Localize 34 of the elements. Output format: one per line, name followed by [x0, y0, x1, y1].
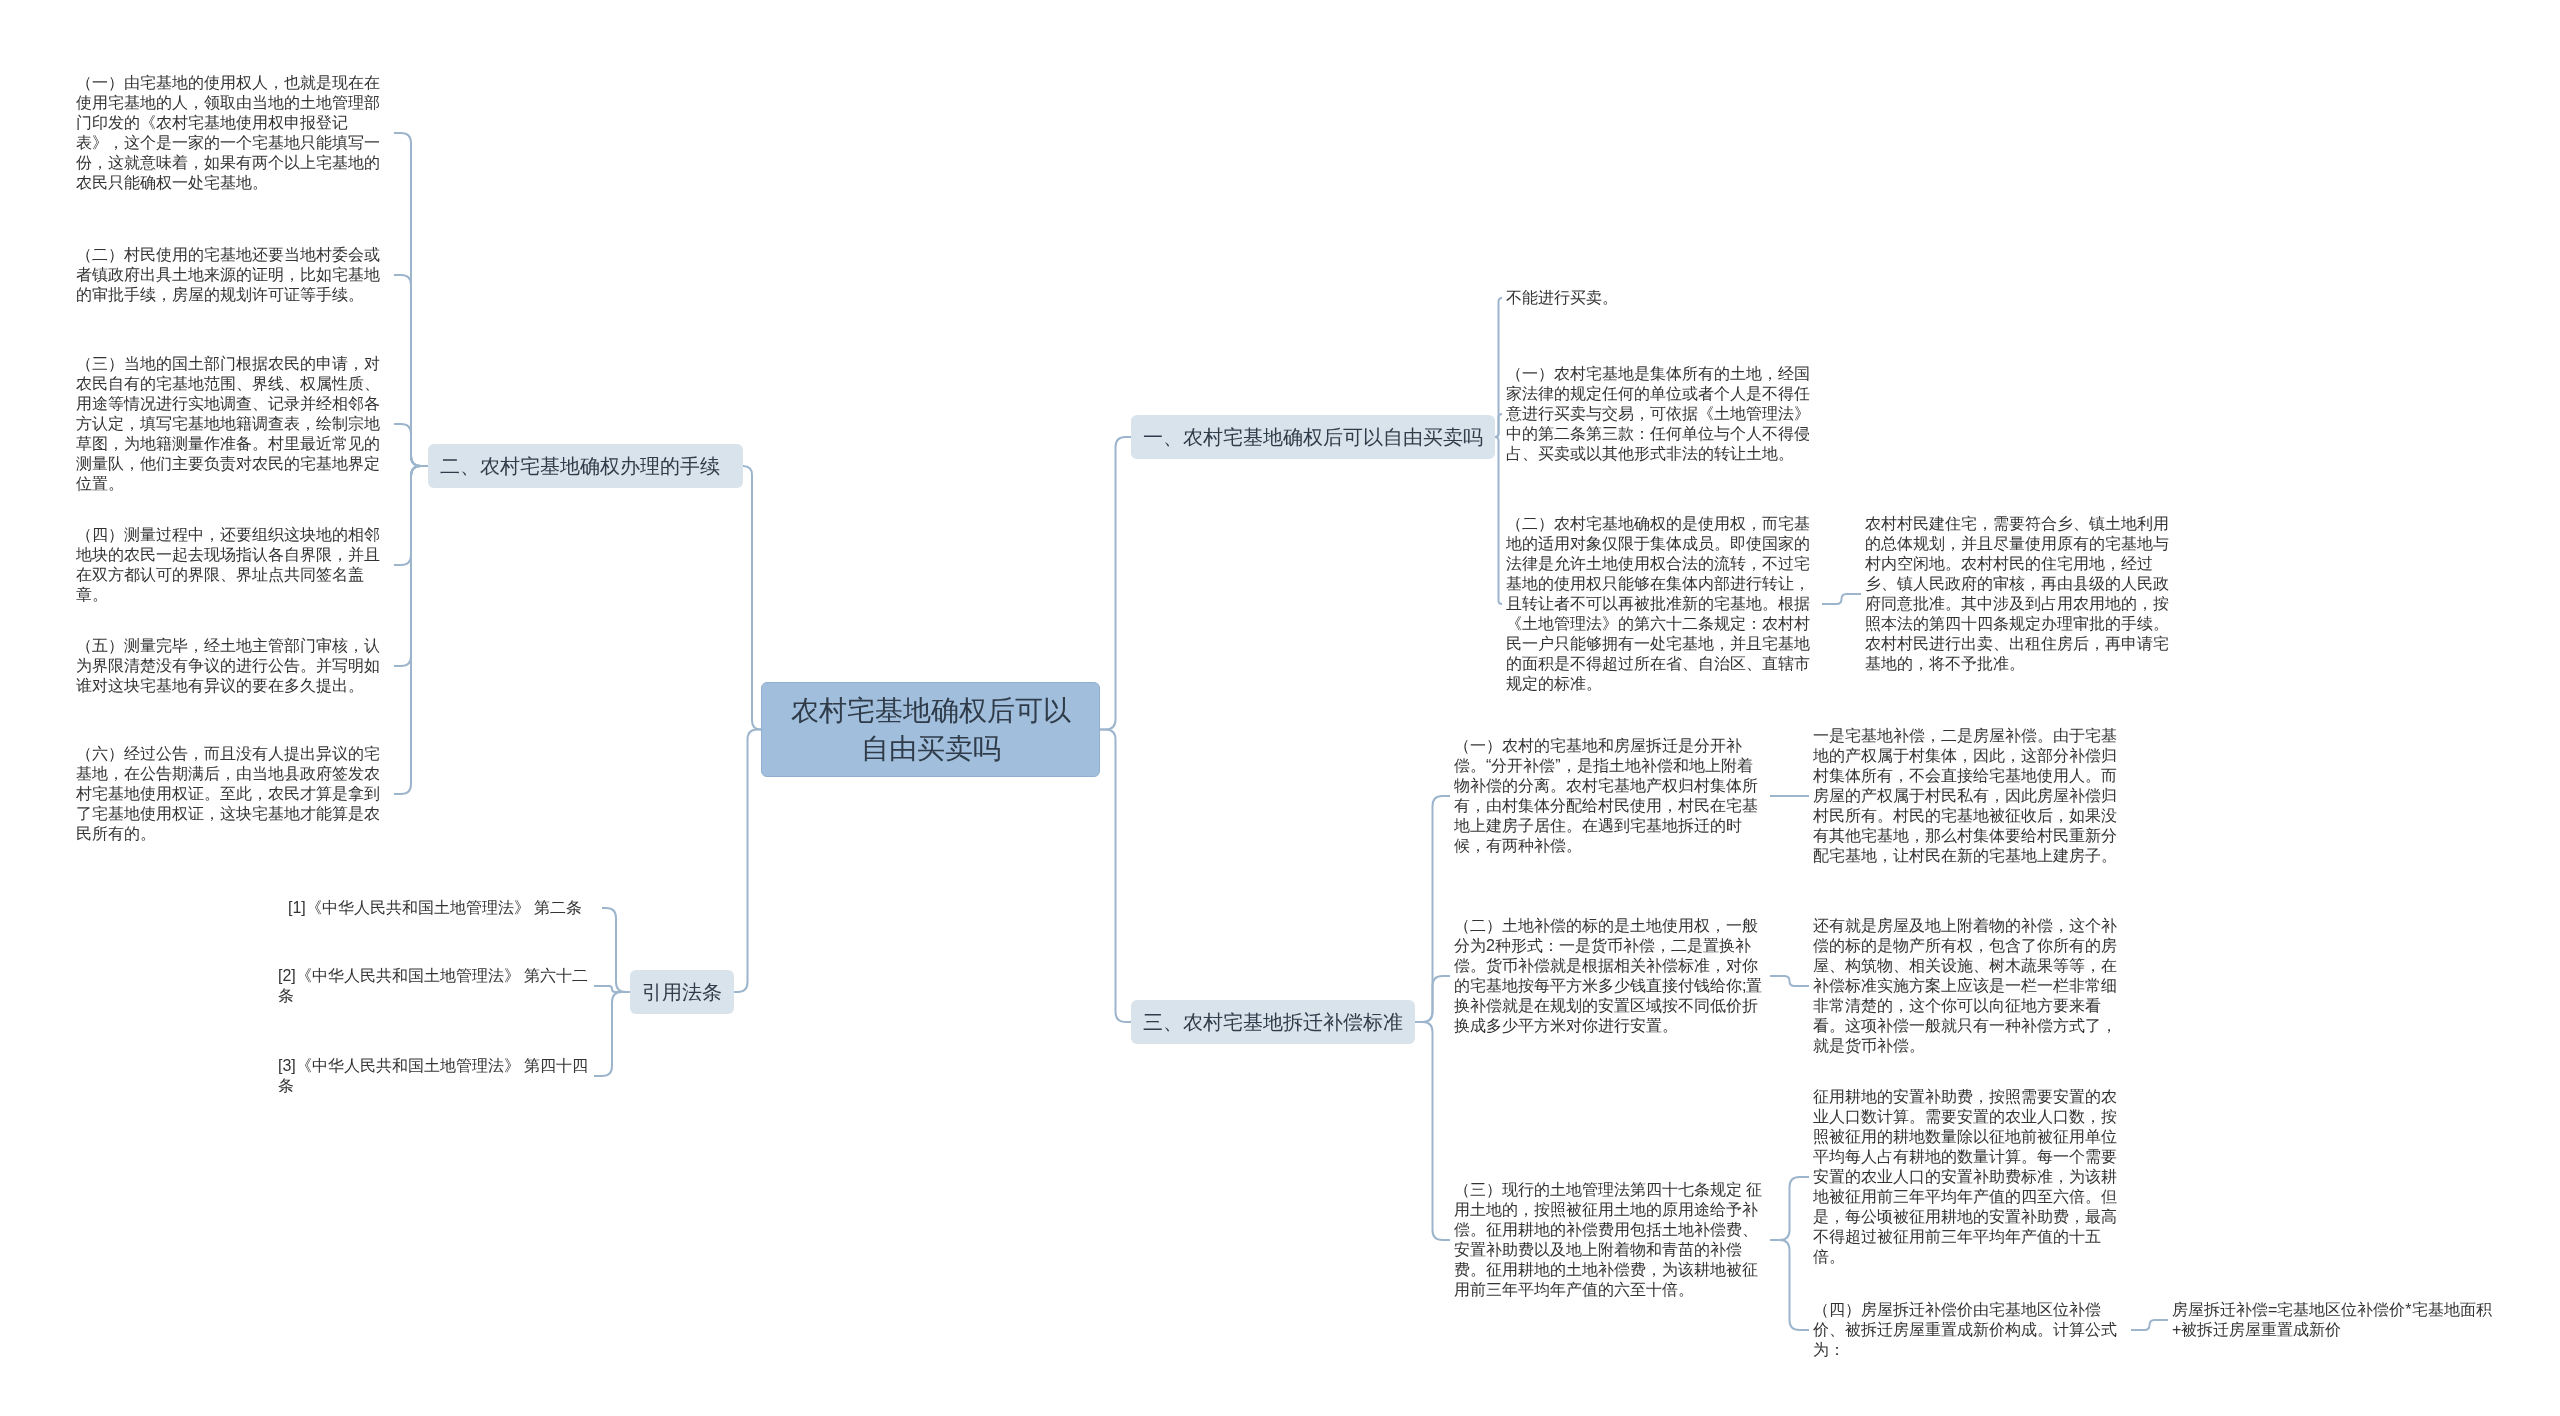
connector-line — [1494, 413, 1503, 438]
topic-text: 不能进行买卖。 — [1502, 288, 1702, 308]
topic-text: （三）现行的土地管理法第四十七条规定 征用土地的，按照被征用土地的原用途给予补偿。征用耕地的补偿费用包括土地补偿费、安置补助费以及地上附着物和青苗的补偿费。征用耕地的土地补偿费，为该耕地被征用前三年平均年产值的六至十倍。 — [1450, 1180, 1770, 1300]
topic-text: [1]《中华人民共和国土地管理法》 第二条 — [284, 898, 602, 918]
topic-text: （二）土地补偿的标的是土地使用权，一般分为2种形式：一是货币补偿，二是置换补偿。货币补偿就是根据相关补偿标准，对你的宅基地按每平方米多少钱直接付钱给你;置换补偿就是在规划的安置区域按不同低价折换成多少平方米对你进行安置。 — [1450, 916, 1770, 1036]
topic-text: 还有就是房屋及地上附着物的补偿，这个补偿的标的是物产所有权，包含了你所有的房屋、构筑物、相关设施、树木蔬果等等，在补偿标准实施方案上应该是一栏一栏非常细非常清楚的，这个你可以向征地方要来看看。这项补偿一般就只有一种补偿方式了，就是货币补偿。 — [1809, 916, 2131, 1056]
topic-text: （三）当地的国土部门根据农民的申请，对农民自有的宅基地范围、界线、权属性质、用途等情况进行实地调查、记录并经相邻各方认定，填写宅基地地籍调查表，绘制宗地草图，为地籍测量作准备。村里最近常见的测量队，他们主要负责对农民的宅基地界定位置。 — [72, 354, 394, 494]
connector-line — [742, 465, 762, 731]
topic-text: 农村村民建住宅，需要符合乡、镇土地利用的总体规划，并且尽量使用原有的宅基地与村内空闲地。农村村民的住宅用地，经过乡、镇人民政府的审核，再由县级的人民政府同意批准。其中涉及到占用农用地的，按照本法的第四十四条规定办理审批的手续。农村村民进行出卖、出租住房后，再申请宅基地的，将不予批准。 — [1861, 514, 2183, 674]
topic-text: 一是宅基地补偿，二是房屋补偿。由于宅基地的产权属于村集体，因此，这部分补偿归村集体所有，不会直接给宅基地使用人。而房屋的产权属于村民私有，因此房屋补偿归村民所有。村民的宅基地被征收后，如果没有其他宅基地，那么村集体要给村民重新分配宅基地，让村民在新的宅基地上建房子。 — [1809, 726, 2131, 866]
topic-text: （四）房屋拆迁补偿价由宅基地区位补偿价、被拆迁房屋重置成新价构成。计算公式为： — [1809, 1300, 2131, 1360]
connector-line — [393, 465, 429, 795]
connector-line — [1494, 436, 1503, 605]
topic-text: 征用耕地的安置补助费，按照需要安置的农业人口数计算。需要安置的农业人口数，按照被征用的耕地数量除以征地前被征用单位平均每人占有耕地的数量计算。每一个需要安置的农业人口的安置补助费标准，为该耕地被征用前三年平均年产值的四至六倍。但是，每公顷被征用耕地的安置补助费，最高不得超过被征用前三年平均年产值的十五倍。 — [1809, 1087, 2131, 1267]
topic-box: 引用法条 — [630, 970, 734, 1014]
topic-text: （一）农村的宅基地和房屋拆迁是分开补偿。“分开补偿”，是指土地补偿和地上附着物补偿的分离。农村宅基地产权归村集体所有，由村集体分配给村民使用，村民在宅基地上建房子居住。在遇到宅基地拆迁的时候，有两种补偿。 — [1450, 736, 1770, 856]
topic-box: 一、农村宅基地确权后可以自由买卖吗 — [1131, 415, 1495, 459]
connector-line — [2130, 1319, 2169, 1331]
topic-text: [3]《中华人民共和国土地管理法》 第四十四条 — [274, 1056, 594, 1096]
topic-text: 房屋拆迁补偿=宅基地区位补偿价*宅基地面积+被拆迁房屋重置成新价 — [2168, 1300, 2498, 1340]
topic-box: 二、农村宅基地确权办理的手续 — [428, 444, 743, 488]
topic-text: （二）农村宅基地确权的是使用权，而宅基地的适用对象仅限于集体成员。即使国家的法律是允许土地使用权合法的流转，不过宅基地的使用权只能够在集体内部进行转让，且转让者不可以再被批准新的宅基地。根据《土地管理法》的第六十二条规定：农村村民一户只能够拥有一处宅基地，并且宅基地的面积是不得超过所在省、自治区、直辖市规定的标准。 — [1502, 514, 1822, 694]
topic-text: （五）测量完毕，经土地主管部门审核，认为界限清楚没有争议的进行公告。并写明如谁对这块宅基地有异议的要在多久提出。 — [72, 636, 394, 696]
topic-box: 三、农村宅基地拆迁补偿标准 — [1131, 1000, 1415, 1044]
central-topic: 农村宅基地确权后可以自由买卖吗 — [761, 682, 1100, 777]
topic-text: （二）村民使用的宅基地还要当地村委会或者镇政府出具土地来源的证明，比如宅基地的审批手续，房屋的规划许可证等手续。 — [72, 245, 394, 305]
connector-line — [1769, 975, 1810, 987]
topic-text: （一）由宅基地的使用权人，也就是现在在使用宅基地的人，领取由当地的土地管理部门印发的《农村宅基地使用权申报登记表》，这个是一家的一个宅基地只能填写一份，这就意味着，如果有两个以上宅基地的农民只能确权一处宅基地。 — [72, 73, 394, 193]
topic-text: （六）经过公告，而且没有人提出异议的宅基地，在公告期满后，由当地县政府签发农村宅基地使用权证。至此，农民才算是拿到了宅基地使用权证，这块宅基地才能算是农民所有的。 — [72, 744, 394, 844]
topic-text: （四）测量过程中，还要组织这块地的相邻地块的农民一起去现场指认各自界限，并且在双方都认可的界限、界址点共同签名盖章。 — [72, 525, 394, 605]
topic-text: （一）农村宅基地是集体所有的土地，经国家法律的规定任何的单位或者个人是不得任意进行买卖与交易，可依据《土地管理法》中的第二条第三款：任何单位与个人不得侵占、买卖或以其他形式非法的转让土地。 — [1502, 364, 1822, 464]
connector-line — [1821, 593, 1862, 605]
topic-text: [2]《中华人民共和国土地管理法》 第六十二条 — [274, 966, 594, 1006]
connector-line — [1769, 795, 1810, 797]
